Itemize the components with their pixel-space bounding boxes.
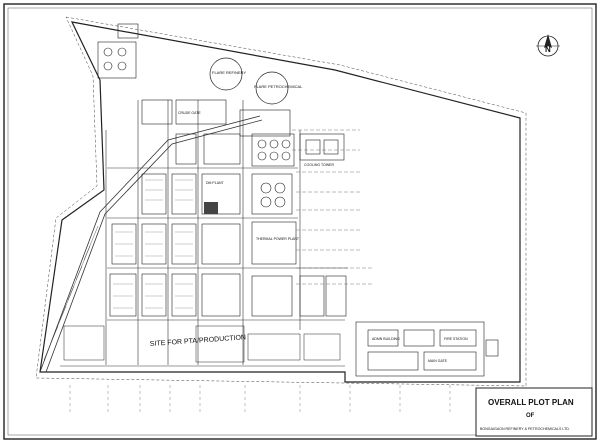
- flare-refinery-label: FLARE REFINERY: [212, 70, 246, 75]
- control-building: [204, 202, 218, 214]
- main-gate-label: MAIN GATE: [428, 359, 448, 363]
- unit-hatching: [113, 179, 193, 309]
- south-east-complex: [355, 321, 499, 377]
- reference-leaders: [292, 129, 372, 285]
- crude-gate-label: CRUDE GATE: [178, 111, 201, 115]
- flare-area: FLARE REFINERY FLARE PETROCHEMICAL: [209, 57, 303, 105]
- railway-siding: [39, 115, 263, 373]
- flare-refinery-circle: [209, 57, 243, 91]
- admin-building-label: ADMN BUILDING: [372, 337, 400, 341]
- tank-farm-north: [97, 23, 291, 137]
- north-arrow: N: [536, 34, 560, 57]
- sheet-inner-border: [7, 7, 593, 436]
- grid-reference-lines: [69, 385, 451, 415]
- cooling-tower-label: COOLING TOWER: [304, 163, 334, 167]
- dm-plant-label: DM PLANT: [206, 181, 225, 185]
- flare-petrochemical-circle: [255, 71, 289, 105]
- title-block: OVERALL PLOT PLAN OF BONGAIGAON REFINERY…: [475, 387, 593, 437]
- plant-boundary: [39, 21, 521, 383]
- title-block-title: OVERALL PLOT PLAN: [488, 398, 574, 407]
- north-arrow-label: N: [545, 45, 551, 54]
- thermal-power-plant-label: THERMAL POWER PLANT: [256, 237, 300, 241]
- title-block-company: BONGAIGAON REFINERY & PETROCHEMICALS LTD…: [480, 427, 570, 431]
- fire-station-label: FIRE STATION: [444, 337, 468, 341]
- sheet-border: [3, 3, 597, 440]
- flare-petrochemical-label: FLARE PETROCHEMICAL: [254, 84, 303, 89]
- boundary-wall-outer: [35, 16, 527, 387]
- title-block-of: OF: [526, 413, 535, 419]
- lower-left-site: [63, 325, 341, 363]
- process-units: [109, 133, 347, 317]
